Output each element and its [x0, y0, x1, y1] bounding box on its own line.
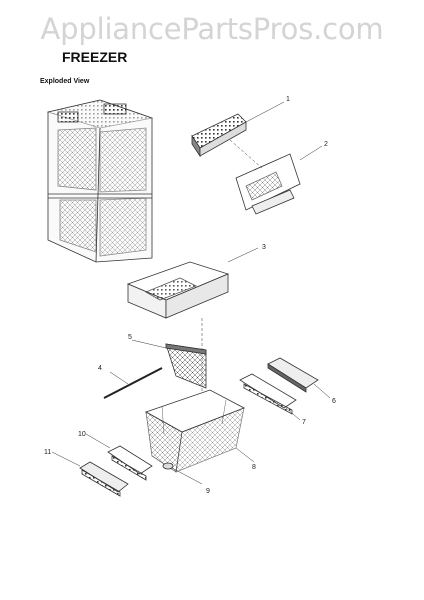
part-11-rail — [79, 461, 129, 497]
part-10-slide — [107, 445, 153, 481]
part-2-panel — [235, 153, 301, 215]
callout-2: 2 — [324, 141, 328, 148]
callout-1: 1 — [286, 96, 290, 103]
part-4-rod — [103, 367, 163, 399]
freezer-cabinet — [46, 99, 154, 263]
callout-6: 6 — [332, 398, 336, 405]
part-3-upper-drawer — [126, 261, 230, 319]
part-6-rail — [267, 357, 319, 393]
leader-line-7 — [285, 407, 301, 421]
callout-8: 8 — [252, 464, 256, 471]
leader-line-2 — [299, 145, 323, 161]
leader-line-11 — [51, 451, 81, 467]
callout-7: 7 — [302, 419, 306, 426]
leader-line-3 — [227, 247, 259, 263]
view-subtitle: Exploded View — [40, 78, 90, 85]
leader-line-1 — [245, 101, 285, 123]
part-9-clip — [162, 462, 174, 470]
leader-line-4 — [109, 371, 129, 385]
callout-9: 9 — [206, 488, 210, 495]
leader-line-10 — [85, 433, 111, 449]
page-title: FREEZER — [62, 49, 128, 65]
callout-11: 11 — [44, 449, 51, 456]
callout-5: 5 — [128, 334, 132, 341]
part-5-divider — [165, 343, 207, 389]
leader-line-9 — [171, 467, 203, 485]
part-1-housing — [191, 113, 247, 158]
dashed-guide-1-2 — [229, 139, 263, 169]
part-7-slide — [239, 373, 297, 415]
leader-line-5 — [131, 339, 167, 349]
callout-10: 10 — [78, 431, 86, 438]
leader-line-8 — [235, 447, 255, 463]
callout-4: 4 — [98, 365, 102, 372]
leader-line-6 — [313, 383, 331, 399]
watermark-logo: AppliancePartsPros.com — [40, 12, 384, 46]
callout-3: 3 — [262, 244, 266, 251]
part-8-lower-basket — [145, 389, 245, 473]
